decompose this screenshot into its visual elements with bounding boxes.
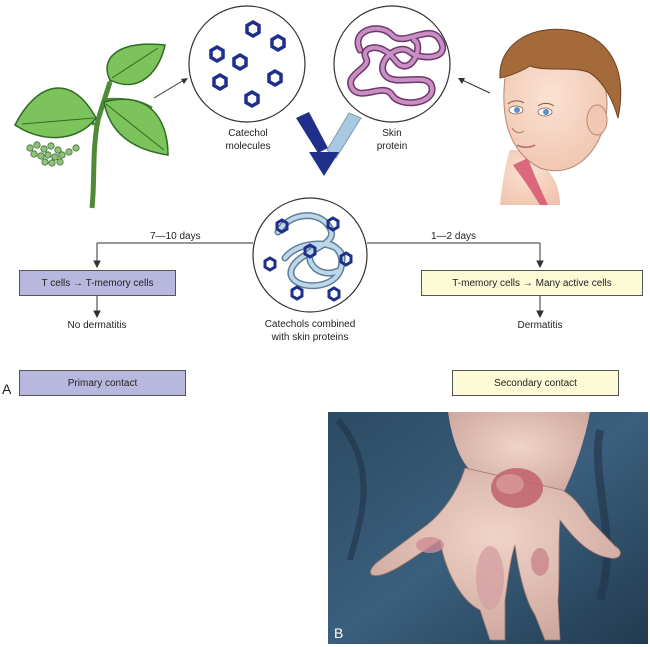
primary-contact-box: Primary contact bbox=[19, 370, 186, 396]
combined-circle bbox=[252, 197, 368, 313]
arrow-icon: → bbox=[522, 278, 533, 289]
t-memory-cells-text-2: T-memory cells bbox=[452, 278, 521, 289]
merge-arrows bbox=[296, 112, 362, 176]
many-active-cells-text: Many active cells bbox=[535, 278, 612, 289]
t-memory-box: T-memory cells → Many active cells bbox=[421, 270, 643, 296]
skin-protein-label: Skin protein bbox=[376, 128, 408, 152]
hand-photo bbox=[328, 412, 648, 644]
face-arrow bbox=[461, 79, 491, 94]
t-cells-text: T cells bbox=[41, 278, 71, 289]
panel-a-label: A bbox=[2, 381, 12, 397]
panel-b-label: B bbox=[334, 625, 344, 641]
poison-ivy-plant bbox=[14, 43, 169, 209]
branch-connectors bbox=[93, 242, 544, 319]
no-dermatitis-label: No dermatitis bbox=[67, 320, 127, 331]
arrow-icon: → bbox=[73, 278, 84, 289]
combined-label: Catechols combined with skin proteins bbox=[264, 319, 356, 343]
left-days-label: 7—10 days bbox=[150, 231, 201, 242]
t-cells-box: T cells → T-memory cells bbox=[19, 270, 176, 296]
t-memory-cells-text: T-memory cells bbox=[85, 278, 154, 289]
plant-arrow bbox=[153, 79, 185, 99]
child-face-illustration bbox=[499, 28, 622, 205]
catechol-circle bbox=[188, 5, 306, 123]
skin-protein-circle bbox=[333, 5, 451, 123]
right-days-label: 1—2 days bbox=[431, 231, 477, 242]
secondary-contact-box: Secondary contact bbox=[452, 370, 619, 396]
dermatitis-label: Dermatitis bbox=[517, 320, 563, 331]
catechol-label: Catechol molecules bbox=[225, 128, 271, 152]
